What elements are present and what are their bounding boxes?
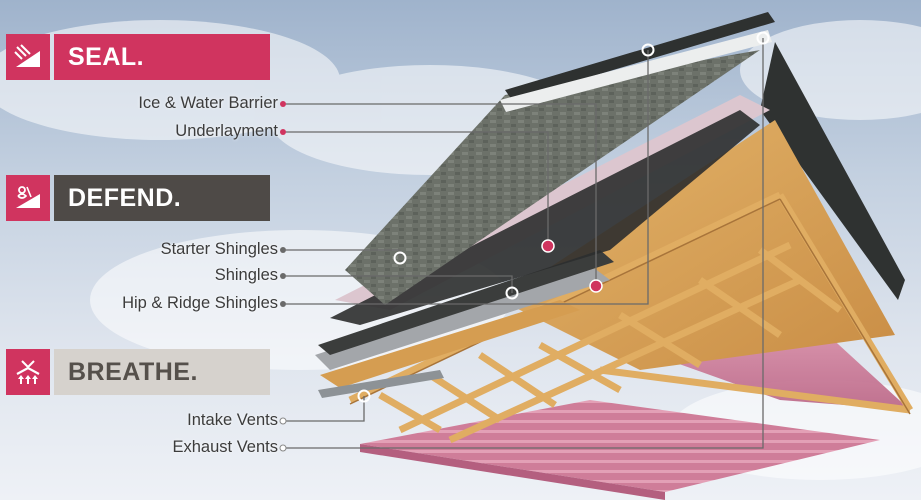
section-breathe-label: BREATHE.	[54, 349, 270, 395]
label-intake-vents: Intake Vents	[187, 411, 278, 429]
ridge-vent-strip	[500, 30, 772, 112]
defend-icon	[6, 175, 50, 221]
plywood-sheathing	[500, 120, 895, 370]
ridge-cap	[505, 12, 775, 100]
seal-icon	[6, 34, 50, 80]
intake-vent	[318, 370, 444, 398]
wood-deck-strip	[320, 300, 580, 388]
back-roof-deck	[760, 42, 905, 300]
label-hip-ridge-shingles: Hip & Ridge Shingles	[122, 294, 278, 312]
section-defend-label: DEFEND.	[54, 175, 270, 221]
starter-shingle-strip	[318, 250, 614, 355]
callout-markers	[279, 31, 770, 452]
roof-trusses	[348, 191, 913, 444]
shingle-field	[345, 50, 760, 305]
insulation-front	[360, 444, 665, 500]
label-shingles: Shingles	[214, 266, 278, 284]
barrier-sheet-dark	[330, 110, 760, 325]
truss-outline	[349, 198, 911, 415]
label-starter-shingles: Starter Shingles	[160, 240, 278, 258]
label-ice-water-barrier: Ice & Water Barrier	[138, 94, 278, 112]
label-underlayment: Underlayment	[175, 122, 278, 140]
label-exhaust-vents: Exhaust Vents	[172, 438, 279, 456]
breathe-icon	[6, 349, 50, 395]
underlayment-strip-gray	[315, 265, 610, 370]
section-seal-label: SEAL.	[54, 34, 270, 80]
